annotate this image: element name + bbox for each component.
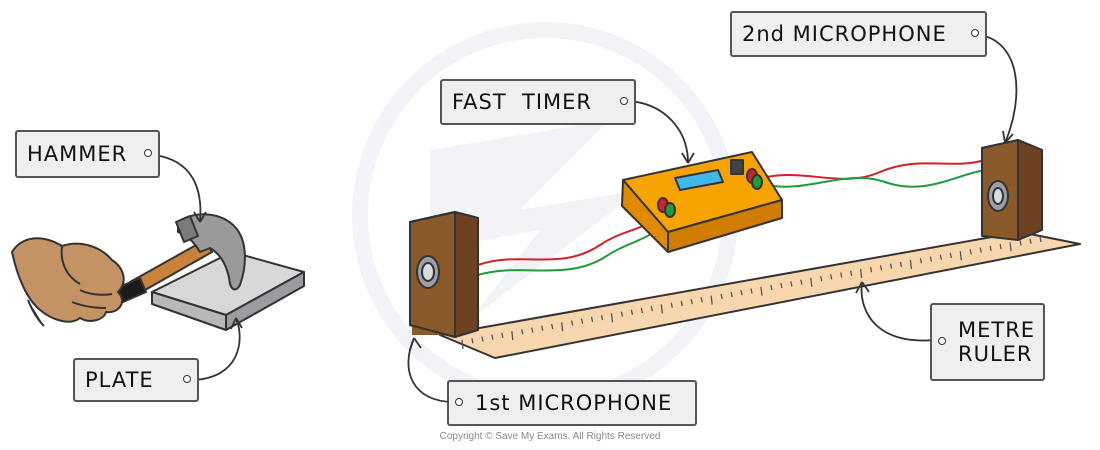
metre-ruler-icon [439, 231, 1081, 359]
ruler-tick [780, 283, 783, 289]
ruler-tick [929, 256, 933, 262]
ruler-tick [650, 306, 653, 312]
ruler-tick [869, 267, 873, 273]
metre-ruler-label-tag: METRE RULER [930, 303, 1045, 381]
tag-hole-icon [971, 29, 979, 38]
first-microphone-label-tag: 1st MICROPHONE [447, 380, 697, 426]
ruler-tick [690, 299, 693, 305]
ruler-tick [959, 251, 962, 261]
tag-hole-icon [144, 149, 152, 158]
ruler-tick [1039, 236, 1042, 243]
ruler-tick [859, 268, 863, 279]
copyright-notice: Copyright © Save My Exams. All Rights Re… [439, 431, 661, 442]
hammer-label: HAMMER [27, 141, 128, 166]
ruler-tick [730, 291, 733, 298]
ruler-tick [461, 339, 464, 350]
ruler-tick [989, 245, 992, 252]
ruler-tick [740, 290, 743, 296]
ruler-tick [889, 263, 893, 269]
ruler-tick [800, 279, 803, 285]
ruler-tick [710, 295, 713, 305]
ruler-tick [750, 288, 753, 294]
ruler-tick [810, 277, 813, 287]
plate-label-tag: PLATE [73, 358, 199, 402]
tag-hole-icon [455, 398, 463, 407]
metre-ruler-label-line-2: RULER [958, 342, 1033, 366]
ruler-tick [909, 260, 913, 270]
ruler-tick [1029, 238, 1032, 244]
second-microphone-label: 2nd MICROPHONE [742, 21, 947, 46]
ruler-tick [770, 284, 773, 291]
metre-ruler-label-line-1: METRE [958, 317, 1036, 342]
ruler-tick [481, 336, 484, 342]
ruler-tick [570, 320, 574, 326]
ruler-tick [879, 265, 883, 271]
tag-hole-icon [620, 97, 628, 106]
tag-hole-icon [938, 337, 946, 346]
ruler-tick [561, 322, 564, 332]
microphone-icon [409, 211, 479, 338]
ruler-tick [551, 323, 554, 330]
label-pointers [153, 34, 1018, 403]
ruler-tick [899, 261, 903, 267]
ruler-tick [670, 302, 673, 308]
ruler-tick [610, 313, 614, 323]
microphone-icon [981, 139, 1043, 241]
ruler-tick [491, 334, 494, 340]
ruler-tick [541, 325, 544, 331]
hammer-icon [107, 213, 246, 307]
ruler-tick [620, 311, 624, 317]
ruler-tick [969, 249, 972, 255]
ruler-tick [630, 309, 634, 315]
ruler-tick [919, 258, 923, 264]
ruler-tick [939, 254, 942, 260]
ruler-tick [790, 281, 793, 287]
fast-timer-label-tag: FAST TIMER [440, 79, 636, 125]
plate-icon [151, 251, 305, 331]
ruler-tick [511, 331, 514, 341]
ruler-tick [720, 293, 723, 299]
ruler-tick [680, 300, 683, 307]
ruler-tick [850, 270, 853, 276]
fast-timer-icon [621, 151, 783, 253]
ruler-tick [521, 329, 524, 335]
ruler-tick [531, 327, 534, 333]
ruler-tick [600, 315, 604, 321]
ruler-tick [949, 252, 952, 259]
ruler-tick [840, 272, 843, 278]
ruler-tick [640, 307, 644, 314]
ruler-tick [700, 297, 703, 303]
hand-icon [11, 237, 125, 327]
ruler-tick [820, 275, 823, 282]
ruler-tick [1009, 242, 1012, 252]
ruler-tick [471, 338, 474, 344]
second-microphone-label-tag: 2nd MICROPHONE [730, 11, 987, 57]
hammer-label-tag: HAMMER [15, 130, 160, 178]
ruler-tick [501, 332, 504, 339]
plate-label: PLATE [85, 367, 154, 392]
ruler-tick [979, 247, 982, 253]
ruler-tick [580, 318, 584, 324]
ruler-tick [999, 243, 1002, 250]
ruler-tick [1019, 240, 1022, 246]
ruler-tick [760, 286, 763, 296]
ruler-tick [660, 304, 663, 314]
first-microphone-label: 1st MICROPHONE [475, 390, 673, 415]
fast-timer-label: FAST TIMER [452, 89, 593, 114]
ruler-tick [590, 316, 594, 323]
ruler-tick [830, 274, 833, 280]
tag-hole-icon [183, 375, 191, 384]
